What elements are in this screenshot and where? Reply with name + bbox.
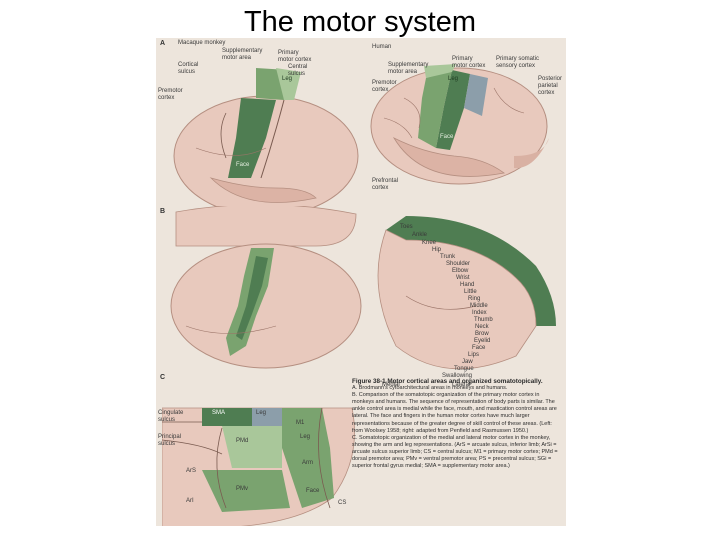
figure-caption: Figure 38-1 Motor cortical areas and org… bbox=[352, 378, 562, 470]
c-leg-region-label: Leg bbox=[300, 434, 311, 440]
caption-title: Figure 38-1 Motor cortical areas and org… bbox=[352, 378, 543, 385]
caption-part-c: C. Somatotopic organization of the media… bbox=[352, 434, 558, 470]
panel-b-human-homunculus bbox=[377, 216, 556, 370]
monkey-b-sulcus bbox=[185, 325, 277, 334]
c-ars-label: ArS bbox=[186, 468, 197, 474]
sma-leg-region bbox=[252, 408, 282, 426]
homunculus-label-eyelid: Eyelid bbox=[474, 338, 491, 344]
c-m1-label: M1 bbox=[296, 420, 305, 426]
panel-c-letter: C bbox=[160, 374, 166, 381]
homunculus-label-ring: Ring bbox=[468, 296, 481, 302]
homunculus-label-little: Little bbox=[464, 289, 477, 295]
human-somatic-sensory-area bbox=[464, 74, 488, 116]
monkey-medial-surface bbox=[175, 206, 357, 247]
monkey-temporal-lobe bbox=[209, 177, 317, 203]
homunculus-label-lips: Lips bbox=[468, 352, 480, 358]
monkey-primary-motor-area bbox=[228, 98, 276, 178]
principal-sulcus-line bbox=[162, 439, 223, 455]
monkey-central-sulcus-label: Central sulcus bbox=[288, 64, 308, 77]
human-sma-area bbox=[424, 64, 456, 78]
human-s1-label: Primary somatic sensory cortex bbox=[496, 56, 540, 69]
monkey-cortical-sulcus-label: Cortical sulcus bbox=[178, 62, 199, 75]
caption-part-b: B. Comparison of the somatotopic organiz… bbox=[352, 392, 557, 434]
monkey-leg-label: Leg bbox=[282, 76, 293, 82]
human-sulcus-2 bbox=[493, 87, 525, 114]
panel-b-letter: B bbox=[160, 208, 166, 215]
homunculus-label-hip: Hip bbox=[432, 247, 442, 253]
c-cs-label: CS bbox=[338, 500, 347, 506]
homunculus-label-face: Face bbox=[472, 345, 486, 351]
c-cingulate-sulcus-label: Cingulate sulcus bbox=[158, 410, 184, 423]
panel-c-motor-map bbox=[162, 407, 355, 526]
human-primary-motor-area bbox=[436, 70, 470, 150]
homunculus-label-swallowing: Swallowing bbox=[442, 373, 473, 379]
arcuate-sulcus-line bbox=[216, 427, 227, 509]
homunculus-label-jaw: Jaw bbox=[462, 359, 473, 365]
pmd-region bbox=[222, 426, 282, 468]
monkey-m1-label: Primary motor cortex bbox=[278, 50, 312, 63]
homunculus-cortex-strip bbox=[386, 216, 556, 326]
caption-part-a: A. Brodmann's cytoarchitectural areas in… bbox=[352, 385, 508, 392]
monkey-premotor-label: Premotor cortex bbox=[158, 88, 183, 101]
human-posterior-parietal-label: Posterior parietal cortex bbox=[538, 76, 563, 96]
monkey-arcuate-sulcus bbox=[220, 112, 227, 159]
human-cerebellum bbox=[514, 138, 549, 169]
human-sulcus-3 bbox=[383, 117, 413, 139]
human-face-label: Face bbox=[440, 134, 454, 140]
human-premotor-label: Premotor cortex bbox=[372, 80, 397, 93]
sma-region bbox=[202, 408, 252, 426]
monkey-face-label: Face bbox=[236, 162, 250, 168]
human-leg-label: Leg bbox=[448, 76, 459, 82]
panel-b-monkey-brain bbox=[170, 206, 362, 369]
homunculus-label-shoulder: Shoulder bbox=[446, 261, 471, 267]
human-prefrontal-label: Prefrontal cortex bbox=[372, 178, 399, 191]
homunculus-label-index: Index bbox=[472, 310, 487, 316]
monkey-leg-area bbox=[276, 68, 301, 100]
c-pmd-label: PMd bbox=[236, 438, 249, 444]
c-principal-sulcus-label: Principal sulcus bbox=[158, 434, 182, 447]
c-sma-label: SMA bbox=[212, 410, 226, 416]
monkey-central-sulcus bbox=[260, 99, 285, 179]
homunculus-section bbox=[377, 229, 537, 370]
lateral-label: Lateral bbox=[452, 382, 471, 388]
homunculus-label-trunk: Trunk bbox=[440, 254, 456, 260]
homunculus-label-knee: Knee bbox=[422, 240, 437, 246]
human-premotor-area bbox=[418, 70, 452, 148]
homunculus-label-tongue: Tongue bbox=[454, 366, 474, 372]
c-ari-label: ArI bbox=[186, 498, 194, 504]
monkey-sma-label: Supplementary motor area bbox=[222, 48, 263, 61]
homunculus-label-wrist: Wrist bbox=[456, 275, 470, 281]
monkey-motor-map-detail bbox=[236, 256, 268, 340]
central-sulcus-line bbox=[318, 407, 331, 509]
homunculus-label-thumb: Thumb bbox=[474, 317, 493, 323]
c-arm-region-label: Arm bbox=[302, 460, 313, 466]
human-sma-label: Supplementary motor area bbox=[388, 62, 429, 75]
c-leg-label: Leg bbox=[256, 410, 267, 416]
panel-a-monkey-brain bbox=[173, 68, 359, 208]
slide-title: The motor system bbox=[243, 6, 477, 38]
homunculus-label-brow: Brow bbox=[475, 331, 489, 337]
medial-label: Medial bbox=[382, 382, 400, 388]
homunculus-label-toes: Toes bbox=[400, 224, 413, 230]
monkey-lateral-surface bbox=[170, 243, 362, 369]
c-pmv-label: PMv bbox=[236, 486, 248, 492]
homunculus-label-neck: Neck bbox=[475, 324, 489, 330]
human-title: Human bbox=[372, 44, 392, 50]
human-temporal-lobe bbox=[392, 137, 505, 177]
homunculus-ventricle bbox=[405, 295, 477, 310]
homunculus-label-hand: Hand bbox=[460, 282, 475, 288]
monkey-title: Macaque monkey bbox=[178, 40, 226, 46]
homunculus-label-middle: Middle bbox=[470, 303, 488, 309]
c-face-region-label: Face bbox=[306, 488, 320, 494]
human-sulcus-1 bbox=[403, 97, 421, 129]
homunculus-label-ankle: Ankle bbox=[412, 232, 428, 238]
m1-region bbox=[282, 408, 334, 508]
panel-a-human-brain bbox=[370, 64, 549, 185]
panel-a-letter: A bbox=[160, 40, 166, 47]
monkey-sulcus-line bbox=[195, 147, 267, 156]
human-m1-label: Primary motor cortex bbox=[452, 56, 486, 69]
textbook-figure-page: A Macaque monkey Supplementary motor are… bbox=[156, 38, 566, 526]
homunculus-label-elbow: Elbow bbox=[452, 268, 469, 274]
